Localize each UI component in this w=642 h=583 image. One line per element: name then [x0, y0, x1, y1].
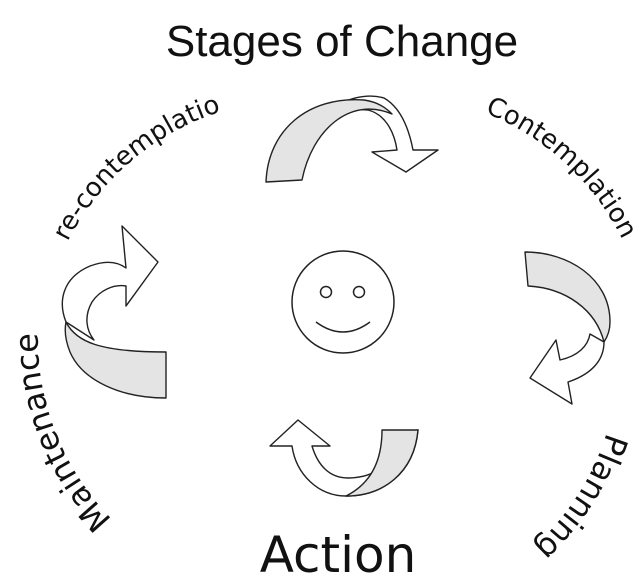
label-contemplation: Contemplation — [482, 91, 642, 243]
curved-arrow-icon-left — [61, 225, 167, 399]
diagram-title: Stages of Change — [166, 17, 518, 66]
label-planning: Planning — [528, 430, 635, 569]
curved-arrow-icon-right — [524, 251, 611, 405]
curved-arrow-icon-bottom — [269, 419, 419, 497]
smiley-face-icon — [291, 250, 395, 354]
curved-arrow-icon-top — [265, 95, 439, 183]
label-planning-text: Planning — [528, 430, 635, 569]
label-contemplation-text: Contemplation — [482, 91, 642, 243]
label-action: Action — [260, 526, 417, 583]
